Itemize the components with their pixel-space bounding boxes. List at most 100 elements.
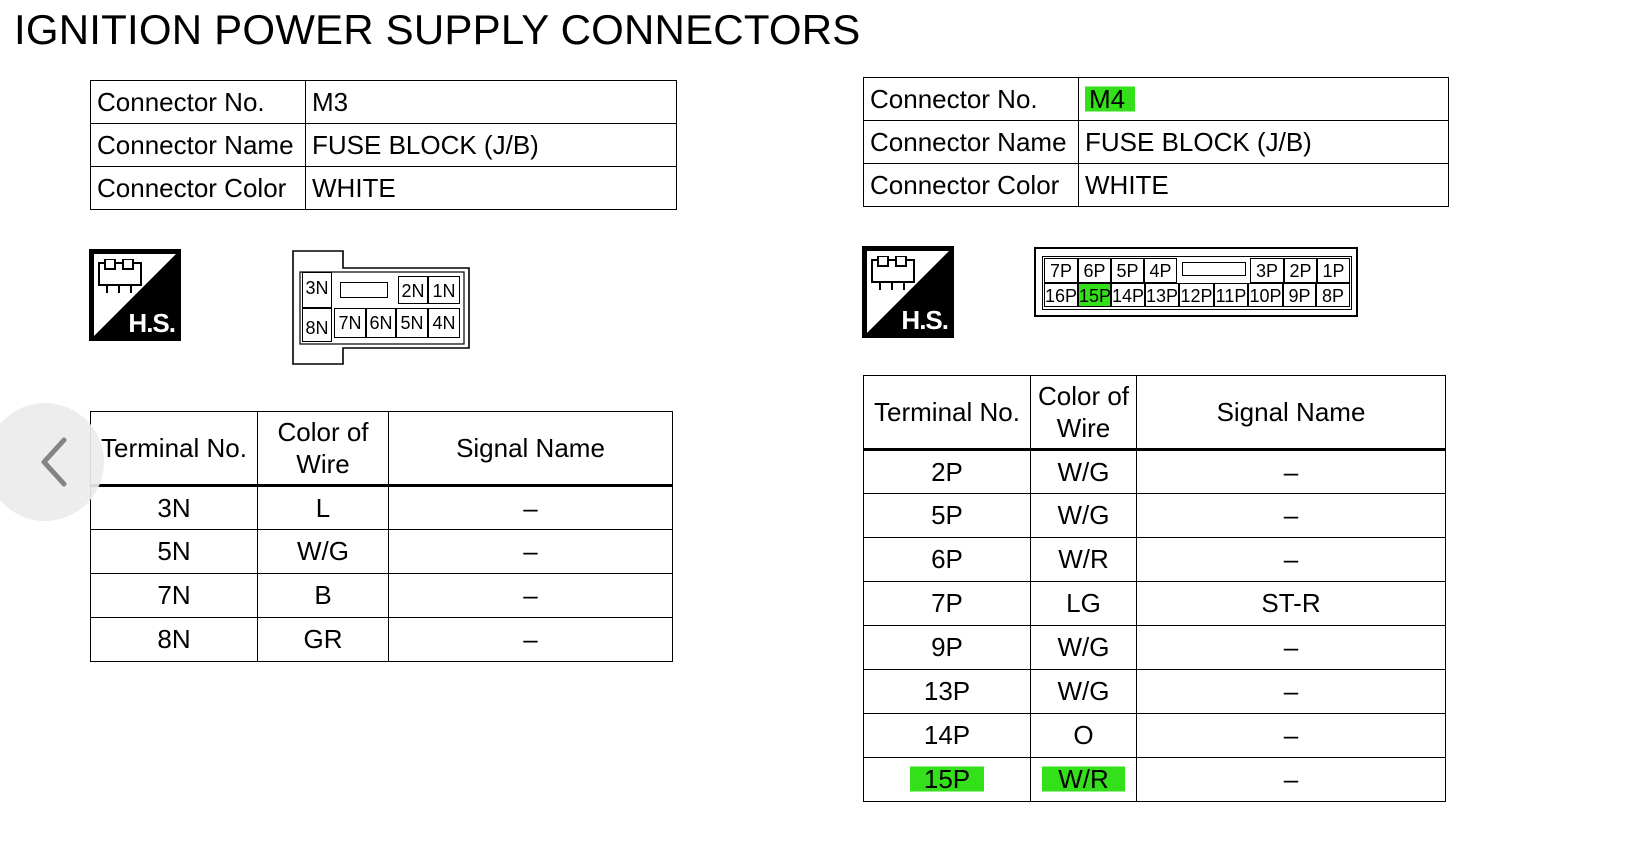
- wire-color: B: [257, 573, 389, 618]
- table-row: 5P W/G –: [863, 493, 1446, 538]
- info-value: M4: [1078, 77, 1449, 121]
- connector-diagram-m4: 7P 6P 5P 4P 3P 2P 1P 16P 15P 14P 13P 12P…: [1034, 247, 1358, 317]
- table-row-highlighted: 15P W/R –: [863, 757, 1446, 802]
- wire-color: L: [257, 485, 389, 530]
- pin-cell: 9P: [1283, 283, 1316, 307]
- pin-cell: 5N: [396, 308, 428, 338]
- signal-name: –: [1136, 493, 1446, 538]
- pin-cell-highlighted: 15P: [1078, 283, 1111, 307]
- terminal-no: 6P: [863, 537, 1031, 582]
- signal-name: ST-R: [1136, 581, 1446, 626]
- signal-name: –: [1136, 625, 1446, 670]
- table-row: 6P W/R –: [863, 537, 1446, 582]
- terminal-no: 13P: [863, 669, 1031, 714]
- column-header: Color of Wire: [1030, 375, 1137, 451]
- terminal-no: 2P: [863, 449, 1031, 494]
- info-label: Connector Name: [90, 123, 306, 167]
- info-value: FUSE BLOCK (J/B): [1078, 120, 1449, 164]
- column-header: Color of Wire: [257, 411, 389, 487]
- table-row: 9P W/G –: [863, 625, 1446, 670]
- wire-color: O: [1030, 713, 1137, 758]
- wire-color: LG: [1030, 581, 1137, 626]
- signal-name: –: [1136, 537, 1446, 582]
- signal-name: –: [388, 485, 673, 530]
- pin-cell: 1N: [428, 276, 460, 304]
- signal-name: –: [1136, 449, 1446, 494]
- terminal-table-m3: Terminal No. Color of Wire Signal Name 3…: [90, 411, 673, 662]
- info-row: Connector Color WHITE: [90, 166, 677, 210]
- info-value: WHITE: [305, 166, 677, 210]
- column-header: Terminal No.: [90, 411, 258, 487]
- pin-cell: 4N: [428, 308, 460, 338]
- wire-color: W/R: [1030, 757, 1137, 802]
- pin-cell: 6N: [366, 308, 396, 338]
- wire-color: W/G: [1030, 449, 1137, 494]
- signal-name: –: [388, 573, 673, 618]
- pin-cell: 13P: [1145, 283, 1179, 307]
- pin-cell: 8P: [1316, 283, 1350, 307]
- table-row: 7P LG ST-R: [863, 581, 1446, 626]
- info-value: M3: [305, 80, 677, 124]
- info-label: Connector Color: [90, 166, 306, 210]
- info-label: Connector No.: [863, 77, 1079, 121]
- terminal-no: 5N: [90, 529, 258, 574]
- harness-side-icon: H.S.: [862, 246, 954, 338]
- highlighted-terminal-no: 15P: [909, 764, 985, 794]
- info-row: Connector No. M4: [863, 77, 1449, 121]
- pin-cell: 10P: [1248, 283, 1283, 307]
- pin-cell: 7P: [1044, 258, 1078, 283]
- hs-label: H.S.: [901, 305, 949, 335]
- table-row: 2P W/G –: [863, 449, 1446, 494]
- table-row: 3N L –: [90, 485, 673, 530]
- pin-cell: 7N: [334, 308, 366, 338]
- info-value: WHITE: [1078, 163, 1449, 207]
- signal-name: –: [1136, 757, 1446, 802]
- terminal-no: 5P: [863, 493, 1031, 538]
- signal-name: –: [1136, 669, 1446, 714]
- column-header: Signal Name: [388, 411, 673, 487]
- terminal-no: 15P: [863, 757, 1031, 802]
- terminal-no: 9P: [863, 625, 1031, 670]
- terminal-no: 8N: [90, 617, 258, 662]
- pin-cell: 3P: [1250, 258, 1284, 283]
- pin-cell: 4P: [1144, 258, 1177, 283]
- info-row: Connector Color WHITE: [863, 163, 1449, 207]
- info-label: Connector Name: [863, 120, 1079, 164]
- wire-color: W/G: [1030, 625, 1137, 670]
- pin-cell: 14P: [1111, 283, 1145, 307]
- pin-cell: 2P: [1284, 258, 1317, 283]
- connector-info-table-m3: Connector No. M3 Connector Name FUSE BLO…: [90, 80, 677, 210]
- back-button[interactable]: [0, 403, 104, 521]
- column-header: Signal Name: [1136, 375, 1446, 451]
- table-row: 13P W/G –: [863, 669, 1446, 714]
- chevron-left-icon: [41, 437, 67, 487]
- page-title: IGNITION POWER SUPPLY CONNECTORS: [14, 6, 861, 53]
- pin-cell: 12P: [1179, 283, 1214, 307]
- pin-cell: 2N: [398, 276, 428, 304]
- terminal-no: 3N: [90, 485, 258, 530]
- wire-color: W/G: [1030, 669, 1137, 714]
- connector-info-table-m4: Connector No. M4 Connector Name FUSE BLO…: [863, 77, 1449, 207]
- connector-diagram-m3: 3N 2N 1N 8N 7N 6N 5N 4N: [292, 250, 472, 366]
- pin-key: [340, 282, 388, 298]
- pin-cell: 6P: [1078, 258, 1111, 283]
- signal-name: –: [388, 529, 673, 574]
- pin-cell: 16P: [1044, 283, 1078, 307]
- harness-side-icon: H.S.: [89, 249, 181, 341]
- pin-cell: 11P: [1214, 283, 1248, 307]
- terminal-header-row: Terminal No. Color of Wire Signal Name: [90, 411, 673, 487]
- wire-color: GR: [257, 617, 389, 662]
- terminal-no: 14P: [863, 713, 1031, 758]
- column-header: Terminal No.: [863, 375, 1031, 451]
- highlighted-connector-no: M4: [1085, 83, 1136, 114]
- wire-color: W/G: [257, 529, 389, 574]
- pin-cell: 8N: [302, 308, 332, 342]
- info-row: Connector Name FUSE BLOCK (J/B): [863, 120, 1449, 164]
- wire-color: W/G: [1030, 493, 1137, 538]
- pin-cell: 3N: [302, 272, 332, 308]
- pin-cell: 1P: [1317, 258, 1350, 283]
- table-row: 8N GR –: [90, 617, 673, 662]
- info-row: Connector No. M3: [90, 80, 677, 124]
- signal-name: –: [1136, 713, 1446, 758]
- highlighted-wire-color: W/R: [1042, 764, 1125, 794]
